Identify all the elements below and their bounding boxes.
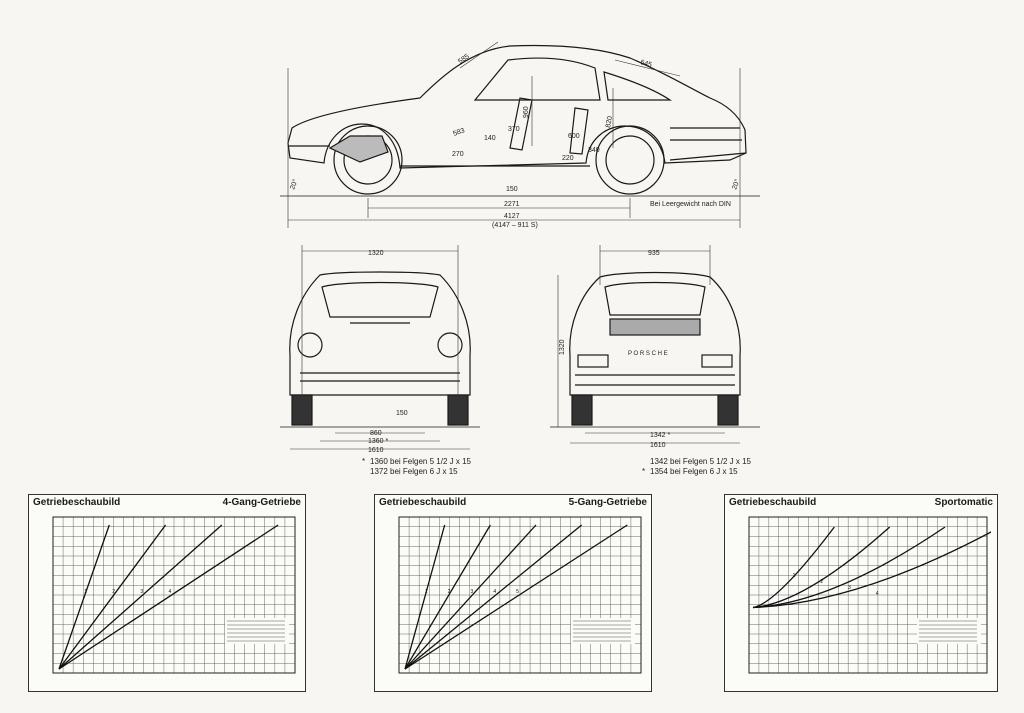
plot-frame [52,516,296,674]
side-rear-window [603,71,672,101]
gear-label: 5 [516,589,519,595]
chart-grid-plot: 1 2 3 4 [52,516,296,674]
chart-variant: 5-Gang-Getriebe [568,497,647,508]
side-body-outline [287,44,747,169]
gear-label: 2 [448,589,451,595]
side-window [473,57,601,101]
gear-label: 2 [820,579,823,585]
gear-label: 1 [425,589,428,595]
front-windshield [321,281,439,318]
rear-dim-height: 1320 [559,339,566,355]
gear-line-2 [404,524,491,670]
gear-label: 1 [793,573,796,579]
gear-chart-sportomatic: Getriebeschaubild Sportomatic 1 2 3 4 [724,494,998,692]
rear-lamp-left [577,354,609,368]
chart-variant: Sportomatic [934,497,993,508]
gear-line-3 [404,524,537,670]
dim-length-911s: (4147 – 911 S) [492,222,538,229]
gear-label: 3 [470,589,473,595]
dim-angle-front: 20° [288,178,299,191]
plot-frame [398,516,642,674]
gear-line-3 [58,524,223,670]
rear-rim-note-2: *1354 bei Felgen 6 J x 15 [642,467,738,476]
gear-label: 2 [112,589,115,595]
gear-label: 1 [84,589,87,595]
dim-leg-front: 583 [452,127,465,138]
dim-seat-height: 140 [484,135,496,142]
side-view-drawing: 585 645 960 820 583 600 370 140 270 220 … [280,41,760,229]
gear-line-2 [752,526,891,609]
gear-label: 3 [848,585,851,591]
rear-body-outline [569,271,741,396]
front-rim-note-1: *1360 bei Felgen 5 1/2 J x 15 [362,457,471,466]
gear-line-4 [404,524,583,670]
gear-line-5 [404,524,628,670]
front-headlight-left [297,332,323,358]
gear-line-1 [58,524,110,670]
dim-knee: 370 [508,126,520,133]
dim-roof-rear: 645 [639,59,652,69]
front-dim-ground: 150 [396,410,408,417]
gear-line-3 [752,526,946,609]
rear-lamp-right [701,354,733,368]
chart-note-box [571,618,635,644]
dim-angle-rear: 20° [730,178,741,191]
rear-wheel [595,125,665,195]
chart-title: Getriebeschaubild [379,497,467,508]
rear-badge: P O R S C H E [628,351,668,357]
gear-line-4 [752,531,991,609]
dim-roof-front: 585 [457,53,471,65]
front-body-outline [289,271,471,396]
front-dim-track: 1360 * [368,438,389,445]
dim-floor-rear: 220 [562,155,574,162]
rear-window [604,281,706,316]
dim-floor-front: 270 [452,151,464,158]
front-rim-notes: *1360 bei Felgen 5 1/2 J x 15 1372 bei F… [362,457,471,477]
gear-line-2 [58,524,167,670]
dim-ground-clearance: 150 [506,186,518,193]
dim-leg-rear: 600 [568,133,580,140]
plot-frame [748,516,988,674]
rear-dim-width-top: 935 [648,250,660,257]
rear-rim-note-1: 1342 bei Felgen 5 1/2 J x 15 [650,457,751,466]
gear-chart-5-speed: Getriebeschaubild 5-Gang-Getriebe 1 2 3 4 5 [374,494,652,692]
front-wheel [333,125,403,195]
front-dim-track-inner: 860 [370,430,382,437]
dim-height-inner: 960 [523,106,530,118]
dim-length: 4127 [504,213,520,220]
front-dim-width-top: 1320 [368,250,384,257]
front-rim-note-2: 1372 bei Felgen 6 J x 15 [370,467,458,476]
front-dim-width-total: 1610 [368,447,384,454]
gear-label: 4 [493,589,496,595]
dim-rear-space: 340 [588,147,600,154]
chart-note-box [225,618,289,644]
rear-dim-width-total: 1610 [650,442,666,449]
dim-weight-note: Bei Leergewicht nach DIN [650,201,731,208]
gear-line-4 [58,524,279,670]
rear-dim-track: 1342 * [650,432,671,439]
chart-variant: 4-Gang-Getriebe [222,497,301,508]
dim-seat-back: 820 [605,116,614,129]
gear-line-1 [752,526,835,609]
front-headlight-right [437,332,463,358]
gear-label: 3 [140,589,143,595]
gear-label: 4 [169,589,172,595]
chart-title: Getriebeschaubild [33,497,121,508]
gear-line-1 [404,524,446,670]
gear-chart-4-speed: Getriebeschaubild 4-Gang-Getriebe 1 2 3 4 [28,494,306,692]
chart-note-box [917,618,981,644]
front-view-drawing: 1320 150 860 1360 * 1610 [280,245,480,454]
rear-view-drawing: P O R S C H E 935 1320 1342 * 1610 [550,245,760,449]
dim-wheelbase: 2271 [504,201,520,208]
rear-rim-notes: 1342 bei Felgen 5 1/2 J x 15 *1354 bei F… [642,457,751,477]
chart-title: Getriebeschaubild [729,497,817,508]
chart-grid-plot: 1 2 3 4 [748,516,991,674]
gear-label: 4 [876,591,879,597]
chart-grid-plot: 1 2 3 4 5 [398,516,642,674]
